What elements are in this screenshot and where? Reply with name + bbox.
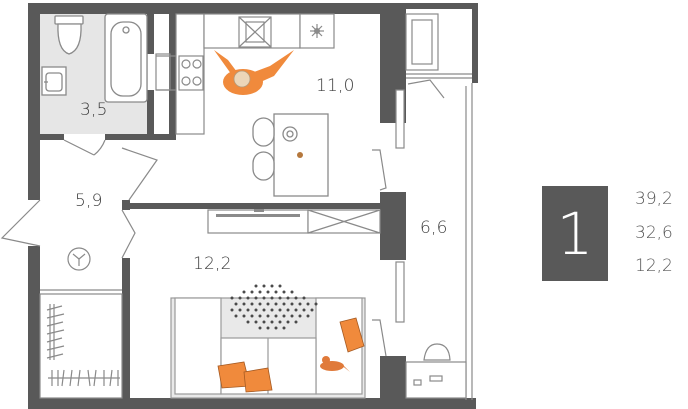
bathroom-sink — [41, 66, 67, 96]
hall-area-label: 5,9 — [75, 191, 103, 211]
bathroom-door — [63, 139, 106, 156]
kitchen-area-label: 11,0 — [316, 76, 355, 96]
dining-table — [252, 113, 329, 197]
living-area-label: 12,2 — [193, 254, 232, 274]
pillows — [217, 317, 365, 393]
ceiling-fan — [67, 247, 91, 271]
balcony-cabinet — [405, 13, 445, 99]
balcony-glazing — [406, 73, 473, 400]
kitchen-balcony-door — [372, 89, 405, 191]
room-count: 1 — [556, 199, 594, 268]
wardrobe — [39, 289, 123, 399]
kitchen-counter — [155, 13, 335, 135]
room-count-badge: 1 — [542, 186, 608, 281]
dog-figure — [320, 356, 350, 372]
balcony-area-label: 6,6 — [420, 218, 448, 238]
bathroom-area-label: 3,5 — [80, 100, 108, 120]
bathtub — [104, 13, 148, 103]
toilet — [54, 15, 84, 55]
living-area: 32,6 — [635, 223, 673, 243]
balcony-desk — [405, 343, 467, 399]
total-area: 39,2 — [635, 189, 673, 209]
rug-pattern — [230, 284, 318, 330]
living-balcony-door — [372, 261, 405, 357]
entry-door — [0, 147, 158, 259]
person-figure — [214, 50, 294, 95]
tv-stand — [207, 209, 381, 234]
room-area: 12,2 — [635, 256, 673, 276]
